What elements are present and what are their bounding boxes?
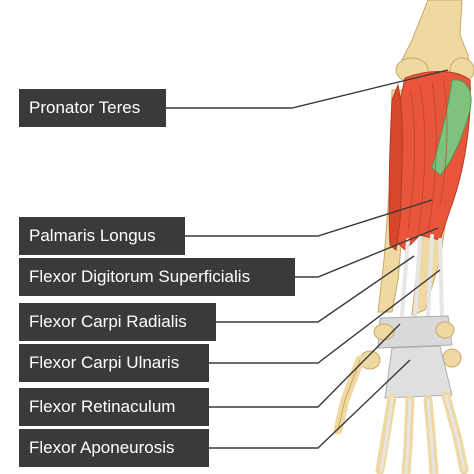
finger-tendons: [379, 394, 466, 474]
label-flexor-carpi-ulnaris: Flexor Carpi Ulnaris: [19, 344, 209, 382]
leader-line-pronator-teres: [166, 69, 449, 109]
pronator-teres-muscle: [431, 79, 472, 176]
label-flexor-carpi-radialis: Flexor Carpi Radialis: [19, 303, 216, 341]
leader-lines: [166, 69, 449, 449]
palmar-aponeurosis: [384, 345, 453, 399]
flexor-carpi-ulnaris-muscle: [388, 83, 403, 251]
leader-line-flexor-retinaculum: [209, 323, 401, 408]
label-flexor-digitorum-superficialis: Flexor Digitorum Superficialis: [19, 258, 295, 296]
forearm-tendons: [400, 234, 444, 322]
muscle-striations: [407, 81, 448, 236]
leader-line-flexor-digitorum-superficialis: [295, 227, 439, 278]
label-pronator-teres: Pronator Teres: [19, 89, 166, 127]
leader-line-flexor-carpi-ulnaris: [209, 269, 441, 364]
label-flexor-retinaculum: Flexor Retinaculum: [19, 388, 209, 426]
label-palmaris-longus: Palmaris Longus: [19, 217, 185, 255]
leader-line-palmaris-longus: [185, 199, 433, 237]
leader-line-flexor-aponeurosis: [209, 359, 411, 449]
label-flexor-aponeurosis: Flexor Aponeurosis: [19, 429, 209, 467]
leader-line-flexor-carpi-radialis: [216, 255, 415, 323]
